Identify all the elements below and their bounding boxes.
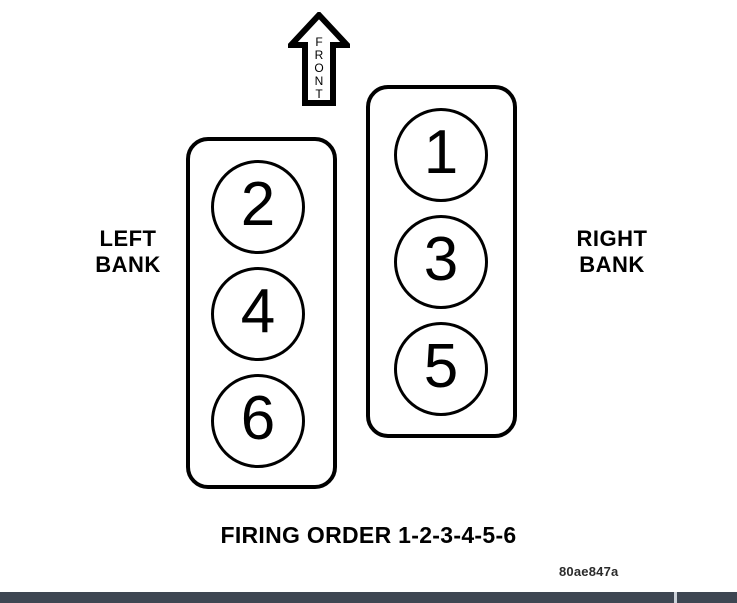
cylinder-number: 5 bbox=[423, 332, 459, 401]
cylinder-right-2: 3 bbox=[394, 215, 488, 309]
cylinder-right-3: 5 bbox=[394, 322, 488, 416]
footer-bar bbox=[0, 592, 737, 603]
figure-code-watermark: 80ae847a bbox=[559, 564, 619, 579]
cylinder-left-1: 2 bbox=[211, 160, 305, 254]
footer-divider bbox=[674, 592, 677, 603]
cylinder-number: 3 bbox=[423, 225, 459, 294]
cylinder-number: 2 bbox=[240, 170, 276, 239]
cylinder-number: 1 bbox=[423, 118, 459, 187]
cylinder-left-2: 4 bbox=[211, 267, 305, 361]
front-arrow-icon bbox=[284, 10, 354, 106]
firing-order-caption: FIRING ORDER 1-2-3-4-5-6 bbox=[220, 522, 517, 548]
cylinder-right-1: 1 bbox=[394, 108, 488, 202]
cylinder-number: 6 bbox=[240, 384, 276, 453]
front-direction-arrow: F R O N T bbox=[284, 10, 354, 106]
cylinder-number: 4 bbox=[240, 277, 276, 346]
left-bank-label: LEFT BANK bbox=[95, 226, 161, 277]
cylinder-left-3: 6 bbox=[211, 374, 305, 468]
right-bank-label: RIGHT BANK bbox=[576, 226, 648, 277]
